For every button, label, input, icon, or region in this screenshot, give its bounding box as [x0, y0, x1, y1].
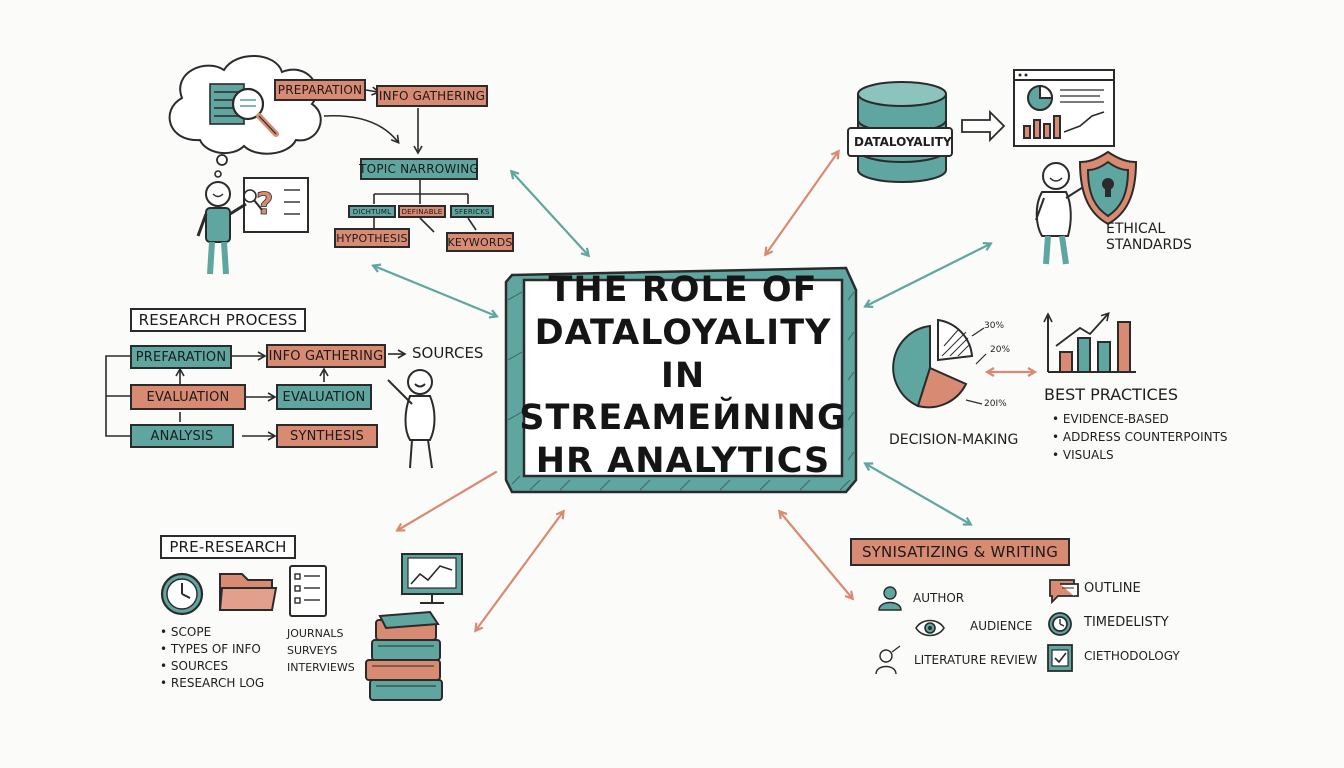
best-practices-heading: BEST PRACTICES [1044, 385, 1178, 404]
bar-chart-icon [1043, 312, 1136, 373]
arrow-bottom-left [398, 470, 498, 530]
rp-evaluation-left-box: EVALUATION [130, 384, 246, 410]
outline-label: OUTLINE [1084, 581, 1141, 596]
arrow-left [374, 266, 496, 316]
doc-surveys: SURVEYS [287, 644, 338, 657]
reviewer-icon [875, 645, 901, 675]
bullet-item: TYPES OF INFO [160, 641, 264, 658]
title-line-2: DATALOYALITY [534, 312, 832, 353]
bullet-item: RESEARCH LOG [160, 675, 264, 692]
clock-icon [160, 572, 204, 616]
author-icon [878, 586, 902, 611]
sub-box-1: DICHTUML [348, 205, 396, 218]
arrow-right-upper [866, 244, 990, 306]
sub-box-2: DEFINABLE [398, 205, 446, 218]
methodology-label: CIETHODOLOGY [1084, 649, 1180, 663]
central-title: THE ROLE OF DATALOYALITY IN STREAMEЙNING… [519, 270, 845, 481]
browser-chart-icon [1013, 69, 1115, 147]
pre-research-bullets: SCOPE TYPES OF INFO SOURCES RESEARCH LOG [160, 624, 264, 692]
title-line-3: IN STREAMEЙNING [519, 355, 847, 439]
topic-narrowing-box: TOPIC NARROWING [359, 158, 479, 180]
literature-review-label: LITERATURE REVIEW [914, 653, 1038, 667]
folder-icon [218, 573, 278, 611]
rp-preparation-box: PREFARATION [130, 345, 232, 369]
doc-interviews: INTERVIEWS [287, 661, 355, 674]
timeliness-label: TIMEDELISTY [1084, 615, 1169, 630]
rp-analysis-box: ANALYSIS [130, 424, 234, 448]
info-gathering-box: INFO GATHERING [376, 85, 488, 107]
keywords-box: KEYWORDS [446, 232, 514, 252]
bullet-item: EVIDENCE-BASED [1052, 410, 1228, 428]
research-process-heading: RESEARCH PROCESS [130, 308, 306, 332]
arrow-outline-icon [961, 109, 1006, 143]
central-title-frame [504, 266, 858, 494]
title-line-1: THE ROLE OF [548, 270, 818, 311]
sub-box-3: SFERICKS [450, 205, 494, 218]
bullet-item: SOURCES [160, 658, 264, 675]
database-icon [847, 81, 953, 183]
pct-label-1: 30% [984, 321, 1005, 331]
standards-label: STANDARDS [1106, 237, 1192, 253]
person-icon [196, 181, 247, 275]
pct-label-2: 20% [990, 345, 1011, 355]
decision-making-label: DECISION-MAKING [889, 432, 1019, 448]
pct-label-3: 20I% [984, 399, 1007, 409]
arrow-top-right [766, 152, 838, 254]
shield-lock-icon [1078, 150, 1138, 226]
database-label: DATALOYALITY [854, 135, 952, 149]
research-process-lines [105, 349, 407, 441]
best-practices-bullets: EVIDENCE-BASED ADDRESS COUNTERPOINTS VIS… [1052, 410, 1228, 464]
title-line-4: HR ANALYTICS [535, 441, 831, 482]
svg-text:?: ? [256, 187, 273, 222]
bullet-item: SCOPE [160, 624, 264, 641]
top-left-flow-lines [323, 86, 477, 233]
question-board-icon: ? [243, 177, 309, 233]
person-with-shield-icon [1035, 162, 1089, 265]
checkbox-icon [1047, 644, 1073, 672]
rp-evaluation-right-box: EVALUATION [276, 384, 372, 410]
rp-info-gathering-box: INFO GATHERING [266, 344, 386, 368]
books-icon [365, 610, 443, 701]
pre-research-heading: PRE-RESEARCH [160, 535, 296, 559]
magnifier-icon [231, 87, 279, 137]
bullet-item: VISUALS [1052, 446, 1228, 464]
eye-icon [915, 619, 945, 637]
pie-chart-icon [892, 318, 987, 409]
audience-label: AUDIENCE [970, 619, 1033, 633]
ethical-label: ETHICAL [1106, 221, 1166, 237]
author-label: AUTHOR [913, 591, 965, 605]
hypothesis-box: HYPOTHESIS [334, 228, 410, 248]
rp-synthesis-box: SYNTHESIS [276, 424, 378, 448]
preparation-box: PREPARATION [274, 79, 366, 101]
bullet-item: ADDRESS COUNTERPOINTS [1052, 428, 1228, 446]
checklist-icon [289, 565, 327, 617]
synthesizing-heading: SYNISATIZING & WRITING [850, 538, 1070, 566]
timer-icon [1048, 612, 1072, 636]
connector-arrows [374, 152, 1034, 630]
arrow-top-left [512, 172, 588, 255]
arrow-bottom-right [780, 512, 852, 598]
doc-journals: JOURNALS [287, 627, 344, 640]
speech-bubble-icon [1049, 579, 1079, 605]
arrow-right-lower [866, 464, 970, 524]
pointing-person-icon [387, 369, 436, 469]
rp-sources-label: SOURCES [412, 344, 484, 362]
monitor-chart-icon [401, 553, 463, 604]
arrow-bottom [476, 512, 563, 630]
